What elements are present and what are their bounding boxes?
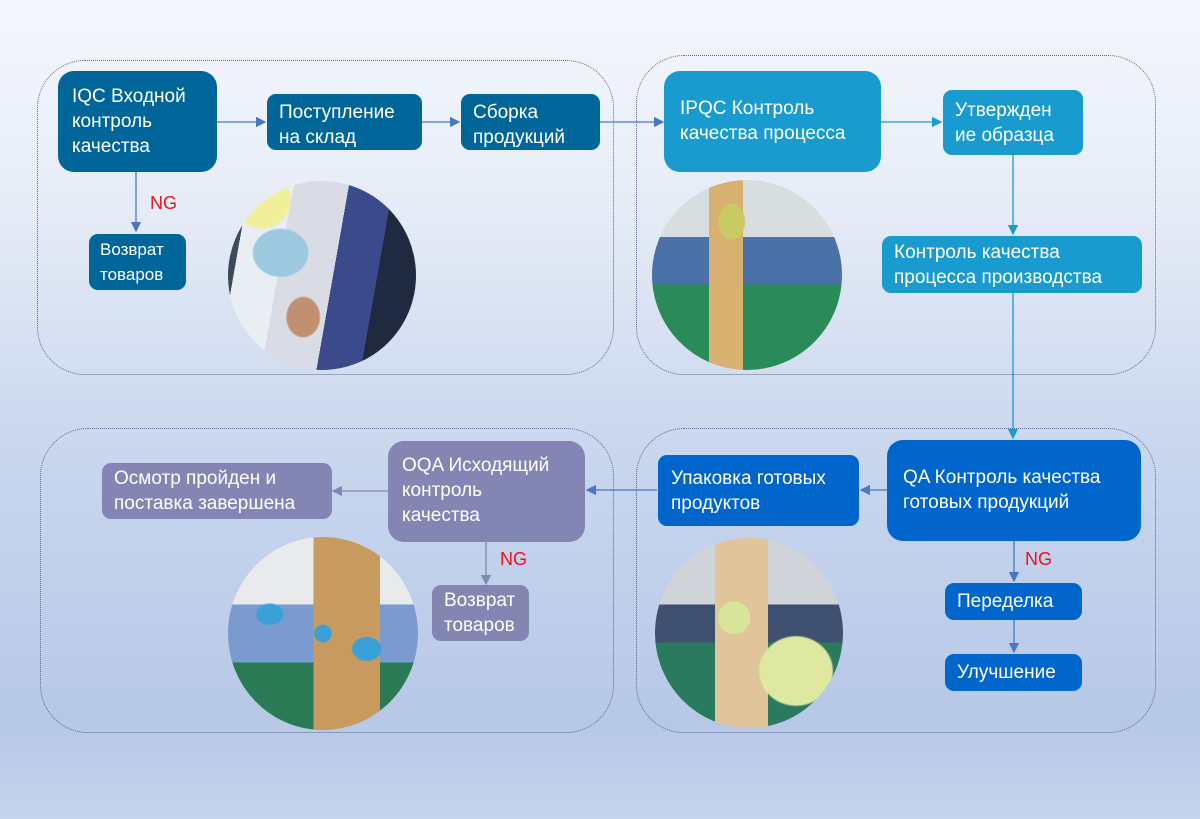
group-iqc <box>37 60 614 375</box>
product-assembly-box: Сборка продукций <box>461 94 600 150</box>
qa-finished-product-quality-control-box: QA Контроль качества готовых продукций <box>887 440 1141 541</box>
inspection-passed-delivery-complete-box: Осмотр пройден и поставка завершена <box>102 463 332 519</box>
sample-approval-box: Утвержден ие образца <box>943 90 1083 155</box>
iqc-return-goods-box: Возврат товаров <box>89 234 186 290</box>
qa-ng-label: NG <box>1025 549 1052 569</box>
group-oqa <box>40 428 614 733</box>
oqa-return-goods-box: Возврат товаров <box>432 585 529 641</box>
group-ipqc <box>636 55 1156 375</box>
production-process-control-box: Контроль качества процесса производства <box>882 236 1142 293</box>
production-line-inspection-photo <box>652 180 842 370</box>
improvement-box: Улучшение <box>945 654 1082 691</box>
iqc-incoming-quality-control-box: IQC Входной контроль качества <box>58 71 217 172</box>
warehouse-receipt-box: Поступление на склад <box>267 94 422 150</box>
rework-box: Переделка <box>945 583 1082 620</box>
iqc-ng-label: NG <box>150 193 177 213</box>
ipqc-process-quality-control-box: IPQC Контроль качества процесса <box>664 71 881 172</box>
oqa-ng-label: NG <box>500 549 527 569</box>
group-qa <box>636 428 1156 733</box>
assembly-line-workers-photo <box>655 538 843 728</box>
oqa-outgoing-quality-control-box: OQA Исходящий контроль качества <box>388 441 585 542</box>
inspector-checking-part-photo <box>228 181 416 370</box>
packing-workers-photo <box>228 537 418 730</box>
finished-product-packing-box: Упаковка готовых продуктов <box>658 455 859 526</box>
